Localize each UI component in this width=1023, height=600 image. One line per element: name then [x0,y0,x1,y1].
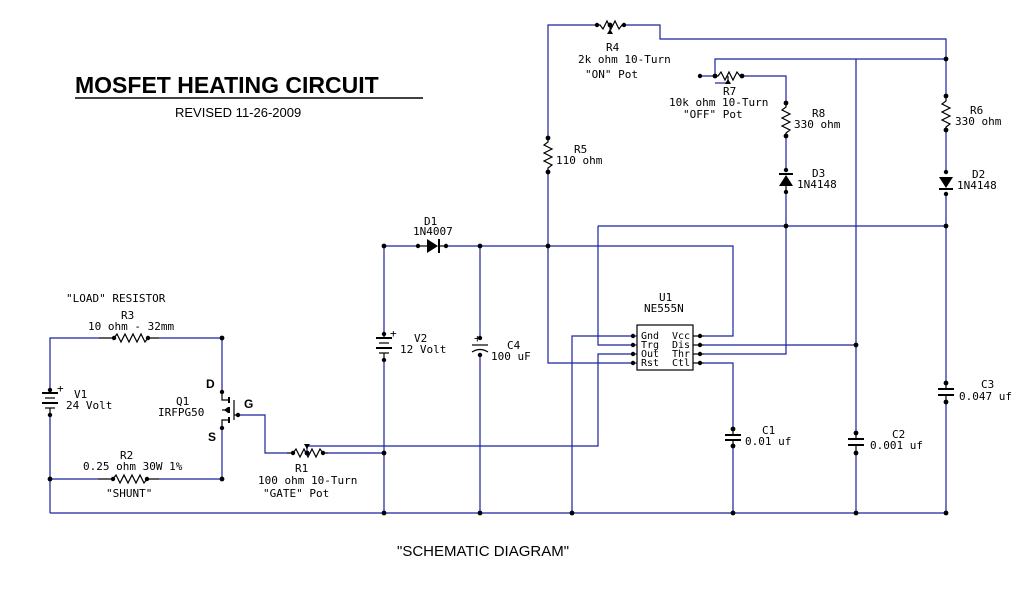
u1-pin-gnd: Gnd [641,331,659,342]
r3-value: 10 ohm - 32mm [88,320,174,333]
battery-v2: + V2 12 Volt [376,327,446,363]
v2-value: 12 Volt [400,343,446,356]
q1-gate-label: G [244,397,253,411]
u1-pin-out: Out [641,349,659,360]
c4-value: 100 uF [491,350,531,363]
c3-ref: C3 [981,378,994,391]
v1-value: 24 Volt [66,399,112,412]
c4-ref: C4 [507,339,521,352]
v2-ref: V2 [414,332,427,345]
q1-source-label: S [208,430,216,444]
diagram-caption: "SCHEMATIC DIAGRAM" [397,543,569,560]
r1-ref: R1 [295,462,308,475]
r2-value: 0.25 ohm 30W 1% [83,460,183,473]
c1-ref: C1 [762,424,775,437]
v1-plus: + [57,382,64,395]
resistor-r3: "LOAD" RESISTOR R3 10 ohm - 32mm [66,292,174,344]
capacitor-c4: + C4 100 uF [471,332,531,363]
r2-ref: R2 [120,449,133,462]
r5-ref: R5 [574,143,587,156]
d2-ref: D2 [972,168,985,181]
q1-value: IRFPG50 [158,406,204,419]
u1-pin-vcc: Vcc [672,331,690,342]
u1-body [636,324,694,371]
r5-value: 110 ohm [556,154,603,167]
u1-value: NE555N [644,302,684,315]
d1-value: 1N4007 [413,225,453,238]
u1-pin-thr: Thr [672,349,690,360]
battery-v1: + V1 24 Volt [42,382,112,418]
potentiometer-r7: R7 10k ohm 10-Turn "OFF" Pot [669,70,768,121]
diagram-title: MOSFET HEATING CIRCUIT [75,72,379,98]
load-resistor-heading: "LOAD" RESISTOR [66,292,166,305]
u1-pin-rst: Rst [641,358,659,369]
r6-value: 330 ohm [955,115,1002,128]
d3-value: 1N4148 [797,178,837,191]
d1-ref: D1 [424,215,437,228]
r1-value: 100 ohm 10-Turn [258,474,357,487]
diode-d1: D1 1N4007 [413,215,453,253]
diode-d2: D2 1N4148 [939,168,997,197]
potentiometer-r4: R4 2k ohm 10-Turn "ON" Pot [578,19,671,81]
r2-note: "SHUNT" [106,487,152,500]
u1-pin-ctl: Ctl [672,358,690,369]
r3-ref: R3 [121,309,134,322]
q1-ref: Q1 [176,395,189,408]
capacitor-c2: C2 0.001 uf [848,428,923,453]
r4-value: 2k ohm 10-Turn [578,53,671,66]
capacitor-c1: C1 0.01 uf [725,424,791,448]
resistor-r5: R5 110 ohm [542,138,603,172]
revision-date: REVISED 11-26-2009 [175,105,301,120]
r4-note: "ON" Pot [585,68,638,81]
d3-ref: D3 [812,167,825,180]
r1-note: "GATE" Pot [263,487,329,500]
v2-plus: + [390,327,397,340]
r8-value: 330 ohm [794,118,841,131]
capacitor-c3: C3 0.047 uf [938,378,1012,403]
r4-ref: R4 [606,41,620,54]
u1-ref: U1 [659,291,672,304]
v1-ref: V1 [74,388,87,401]
r8-ref: R8 [812,107,825,120]
diode-d3: D3 1N4148 [779,167,837,195]
c4-plus: + [474,332,481,345]
u1-pin-trg: Trg [641,340,659,351]
c2-value: 0.001 uf [870,439,923,452]
u1-pin-dis: Dis [672,340,690,351]
resistor-r8: R8 330 ohm [780,103,841,136]
c3-value: 0.047 uf [959,390,1012,403]
mosfet-q1: Q1 IRFPG50 D G S [158,377,253,444]
d2-value: 1N4148 [957,179,997,192]
r7-value: 10k ohm 10-Turn [669,96,768,109]
r7-ref: R7 [723,85,736,98]
potentiometer-r1: R1 100 ohm 10-Turn "GATE" Pot [258,444,357,500]
resistor-r2-shunt: R2 0.25 ohm 30W 1% "SHUNT" [83,449,183,500]
r7-note: "OFF" Pot [683,108,743,121]
c2-ref: C2 [892,428,905,441]
q1-drain-label: D [206,377,215,391]
ic-u1-ne555: U1 NE555N Gnd Trg Out Rst Vcc Dis Thr Ct… [630,291,704,371]
c1-value: 0.01 uf [745,435,791,448]
resistor-r6: R6 330 ohm [940,96,1002,130]
r6-ref: R6 [970,104,983,117]
